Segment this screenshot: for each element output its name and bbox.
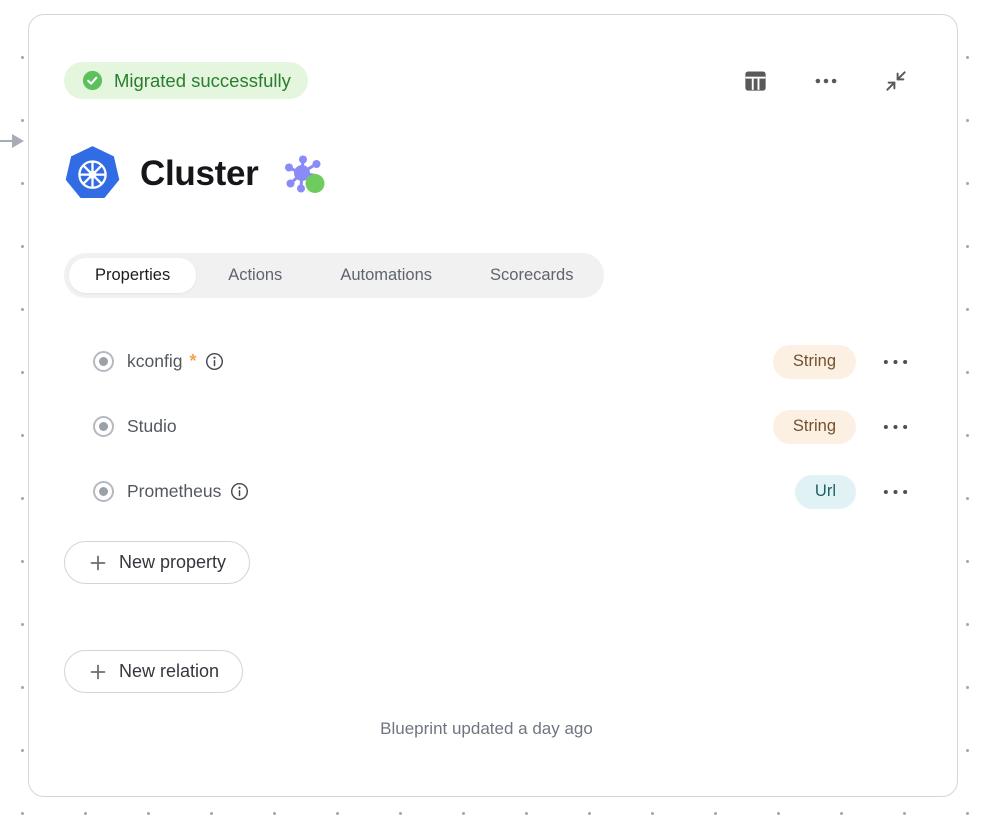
plus-icon: [90, 555, 106, 570]
blueprint-title-row: Cluster: [64, 145, 909, 202]
property-name: kconfig: [127, 351, 183, 371]
card-header-row: Migrated successfully: [64, 62, 909, 99]
new-property-label: New property: [119, 552, 227, 572]
property-row: kconfig * String: [93, 344, 909, 379]
graph-icon: [284, 155, 324, 193]
more-options-icon: [883, 489, 908, 494]
kubernetes-icon: [65, 146, 120, 199]
more-options-icon: [883, 424, 908, 429]
property-radio-icon: [93, 351, 114, 372]
property-name: Prometheus: [127, 481, 222, 501]
info-icon[interactable]: [205, 352, 224, 371]
property-radio-icon: [93, 481, 114, 502]
collapse-button[interactable]: [883, 68, 909, 94]
properties-list: kconfig * String Studio Stri: [64, 344, 909, 509]
tab-properties[interactable]: Properties: [69, 258, 197, 293]
relation-edge-arrow-icon: [0, 134, 24, 148]
status-badge: Migrated successfully: [64, 62, 308, 99]
blueprint-updated-text: Blueprint updated a day ago: [380, 719, 593, 738]
card-toolbar: [742, 67, 909, 94]
tab-actions[interactable]: Actions: [202, 258, 308, 293]
required-asterisk: *: [189, 351, 197, 371]
status-label: Migrated successfully: [114, 69, 291, 91]
page-title: Cluster: [140, 153, 259, 193]
tab-automations[interactable]: Automations: [314, 258, 458, 293]
property-row: Prometheus Url: [93, 474, 909, 509]
tab-scorecards[interactable]: Scorecards: [464, 258, 599, 293]
check-circle-icon: [82, 70, 103, 91]
new-relation-label: New relation: [119, 661, 220, 681]
property-type-badge: String: [772, 344, 856, 379]
blueprint-node-card[interactable]: Migrated successfully: [28, 14, 958, 797]
property-radio-icon: [93, 416, 114, 437]
property-name: Studio: [127, 416, 177, 436]
property-menu-button[interactable]: [882, 358, 909, 366]
property-menu-button[interactable]: [882, 423, 909, 431]
property-row: Studio String: [93, 409, 909, 444]
more-options-icon: [883, 359, 908, 364]
info-icon[interactable]: [230, 482, 249, 501]
property-type-badge: String: [772, 409, 856, 444]
plus-icon: [90, 664, 106, 679]
table-columns-icon: [745, 71, 766, 91]
property-type-badge: Url: [794, 474, 856, 509]
tab-bar: Properties Actions Automations Scorecard…: [64, 253, 605, 298]
property-menu-button[interactable]: [882, 488, 909, 496]
new-property-button[interactable]: New property: [64, 541, 251, 584]
table-view-button[interactable]: [742, 67, 769, 94]
new-relation-button[interactable]: New relation: [64, 650, 244, 693]
more-options-button[interactable]: [813, 68, 839, 94]
collapse-icon: [886, 70, 906, 91]
more-options-icon: [815, 78, 837, 83]
